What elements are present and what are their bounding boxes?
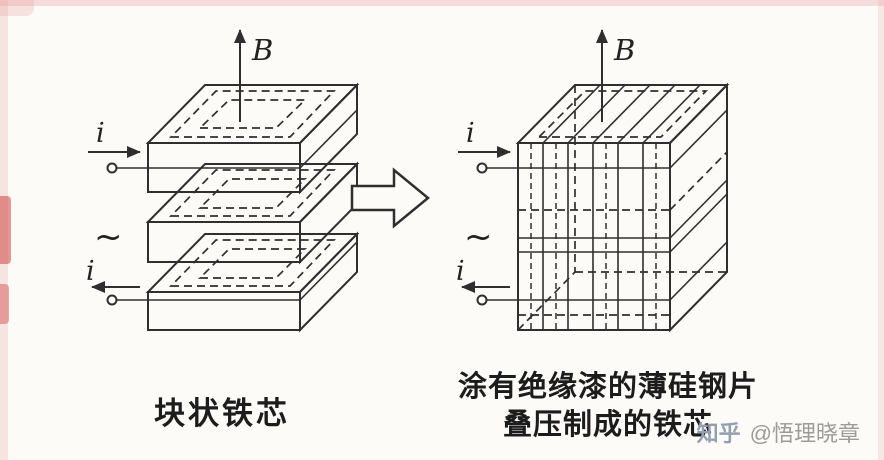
laminated-core-caption: 涂有绝缘漆的薄硅钢片 叠压制成的铁芯 — [408, 368, 808, 444]
ac-source-symbol: ~ — [464, 217, 493, 257]
current-out-label: i — [456, 256, 465, 287]
coil-turn-side — [299, 109, 358, 169]
hidden-detail-lines — [518, 90, 728, 316]
band-line-side — [669, 193, 728, 253]
eddy-current-loop-outer — [168, 90, 336, 138]
eddy-current-loop-inner — [197, 248, 308, 279]
lamination-line — [617, 84, 676, 144]
eddy-current-loop-inner — [197, 99, 308, 129]
hidden-line — [669, 151, 728, 211]
terminal-dot — [106, 294, 118, 306]
slab-front-face — [147, 221, 301, 263]
core-right-face — [669, 82, 728, 333]
laminated-core-caption-line1: 涂有绝缘漆的薄硅钢片 — [457, 371, 758, 403]
core-front-face — [517, 142, 671, 331]
current-out-label: i — [86, 256, 95, 287]
eddy-current-loop-outer — [168, 169, 336, 217]
coil-turn-side — [299, 241, 358, 301]
lamination-line — [542, 84, 601, 144]
current-in-label: i — [466, 118, 475, 149]
core-slab-middle — [145, 161, 360, 265]
lamination-line — [567, 84, 626, 144]
eddy-current-loop-inner — [197, 178, 308, 209]
transform-arrow — [350, 167, 430, 229]
hidden-edge — [517, 271, 576, 331]
terminal-dot — [476, 294, 488, 306]
terminal-dot — [476, 162, 488, 174]
lamination-line — [642, 84, 701, 144]
eddy-current-loop-outer — [168, 239, 336, 287]
flux-label: B — [613, 33, 635, 67]
lamination-line — [592, 84, 651, 144]
top-face-dashed-loop — [536, 90, 709, 138]
current-annotations: i i ~ — [456, 118, 511, 293]
terminal-dot — [106, 162, 118, 174]
watermark: 知乎 @悟理晓章 — [697, 416, 860, 448]
core-slab-top — [145, 82, 360, 195]
ac-source-symbol: ~ — [94, 217, 123, 257]
lamination-lines — [530, 84, 701, 330]
laminated-core-caption-line2: 叠压制成的铁芯 — [502, 409, 713, 441]
flux-label: B — [251, 33, 273, 67]
watermark-author: @悟理晓章 — [749, 421, 860, 446]
coil-turn-side — [669, 241, 728, 301]
laminated-core-figure: B i i ~ — [456, 29, 730, 333]
coil-wire — [476, 109, 728, 306]
flux-arrow: B — [234, 29, 273, 122]
coil-wire — [106, 109, 358, 306]
solid-core-figure: B i i ~ — [86, 29, 360, 333]
band-line-side — [669, 179, 728, 239]
core-slab-bottom — [145, 231, 360, 333]
coil-turn-side — [669, 109, 728, 169]
current-in-label: i — [96, 118, 105, 149]
slab-top-face — [145, 84, 360, 144]
current-annotations: i i ~ — [86, 118, 141, 293]
core-outline — [515, 82, 730, 333]
slab-right-face — [299, 231, 358, 333]
slab-front-face — [147, 291, 301, 331]
solid-core-caption: 块状铁芯 — [154, 396, 290, 431]
flux-arrow: B — [596, 29, 635, 122]
slab-right-face — [299, 161, 358, 265]
zhihu-logo-text: 知乎 — [696, 421, 741, 446]
slab-right-face — [299, 82, 358, 195]
